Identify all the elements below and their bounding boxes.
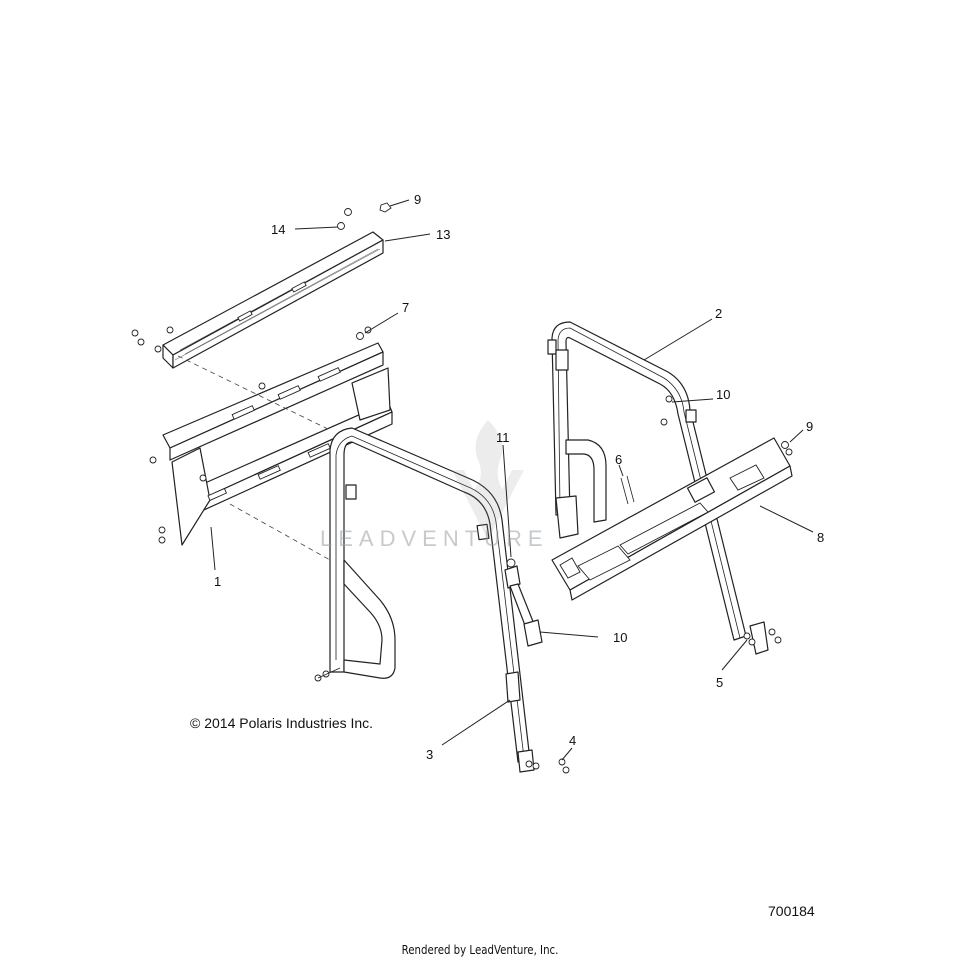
callout-9b: 9 xyxy=(806,419,813,434)
callout-11: 10 xyxy=(613,630,627,645)
part-3-rops-front xyxy=(329,427,535,773)
part-10-clip xyxy=(660,395,673,426)
part-9-panel-nut xyxy=(781,441,793,456)
part-4-bolt xyxy=(525,758,570,774)
assembly-line-lower xyxy=(229,503,331,561)
callout-13: 13 xyxy=(436,227,450,242)
rendered-by-footer: Rendered by LeadVenture, Inc. xyxy=(401,943,559,957)
callout-14: 14 xyxy=(271,222,285,237)
callout-1: 1 xyxy=(214,574,221,589)
part-5-bolt xyxy=(743,628,782,646)
callout-4: 4 xyxy=(569,733,576,748)
callout-8: 8 xyxy=(817,530,824,545)
assembly-line-upper xyxy=(177,355,331,431)
part-6-pin xyxy=(620,475,635,505)
callout-labels: 9 14 13 7 1 2 10 6 9 8 11 10 5 3 4 xyxy=(214,192,824,762)
watermark-logo xyxy=(452,420,524,540)
callout-3: 3 xyxy=(426,747,433,762)
copyright-notice: © 2014 Polaris Industries Inc. xyxy=(190,715,374,731)
part-7-bolt xyxy=(356,326,372,340)
callout-5: 5 xyxy=(716,675,723,690)
callout-7: 7 xyxy=(402,300,409,315)
leader-lines xyxy=(210,199,814,761)
part-9-top-nut xyxy=(379,202,392,213)
callout-12: 11 xyxy=(496,430,510,445)
part-14-bolt xyxy=(337,208,352,230)
frame-left-hardware xyxy=(149,456,166,544)
rail-left-bolts xyxy=(131,326,174,353)
callout-6: 6 xyxy=(615,452,622,467)
rops-lower-bolts xyxy=(314,667,341,682)
callout-9a: 9 xyxy=(414,192,421,207)
watermark-text: LEADVENTURE xyxy=(320,526,549,551)
diagram-id: 700184 xyxy=(768,903,815,919)
callout-2: 2 xyxy=(715,306,722,321)
part-12-nut xyxy=(506,558,516,568)
part-13-rail xyxy=(162,231,384,369)
part-8-panel xyxy=(551,437,793,601)
callout-10: 10 xyxy=(716,387,730,402)
part-11-brace xyxy=(504,565,543,647)
